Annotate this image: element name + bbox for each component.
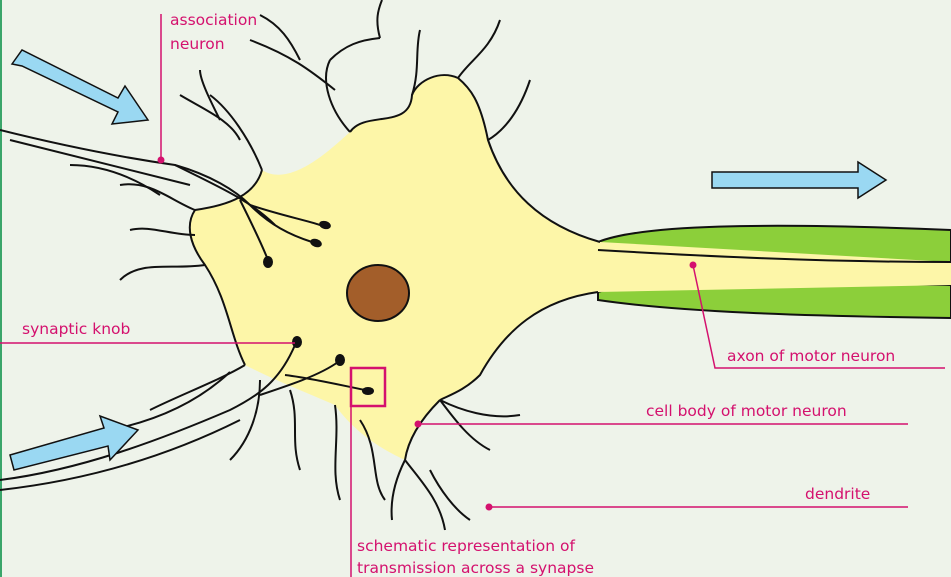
leader-dot [486,504,493,511]
label-cell-body: cell body of motor neuron [646,402,847,420]
arrow-right-icon [12,50,148,124]
label-association-line1: association [170,11,257,29]
label-schematic-line2: transmission across a synapse [357,559,594,577]
label-axon: axon of motor neuron [727,347,895,365]
label-association-line2: neuron [170,35,225,53]
leader-dot [158,157,165,164]
arrow-right-icon [10,416,138,470]
label-dendrite: dendrite [805,485,870,503]
label-schematic-line1: schematic representation of [357,537,575,555]
leader-dot [415,421,422,428]
label-synaptic-knob: synaptic knob [22,320,130,338]
arrow-right-icon [712,162,886,198]
nucleus [347,265,409,321]
leader-dot [690,262,697,269]
